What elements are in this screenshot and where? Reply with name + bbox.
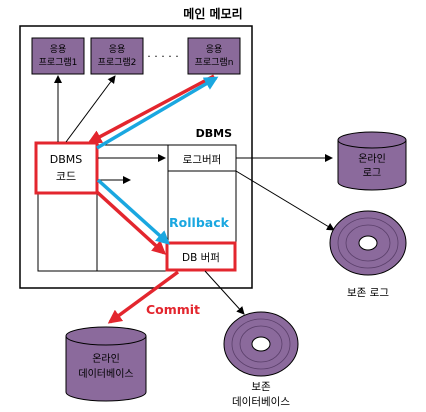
dbms-code-box bbox=[34, 141, 99, 195]
app-box-2: 응용 프로그램2 bbox=[90, 37, 144, 75]
rollback-label: Rollback bbox=[169, 215, 230, 230]
log-buffer-label: 로그버퍼 bbox=[183, 154, 222, 166]
commit-label: Commit bbox=[146, 302, 200, 317]
red-arrow-commit bbox=[107, 270, 180, 324]
online-db-line1: 온라인 bbox=[92, 353, 120, 365]
red-arrow-appn-to-code bbox=[87, 74, 215, 144]
red-arrow-code-to-dbbuffer bbox=[95, 190, 167, 255]
app-1-line2: 프로그램1 bbox=[39, 56, 78, 68]
online-log-line2: 로그 bbox=[363, 168, 381, 179]
arrow-dbbuffer-to-backup-db bbox=[204, 270, 245, 315]
app-1-line1: 응용 bbox=[50, 44, 67, 55]
blue-arrow-code-to-appn bbox=[96, 76, 219, 150]
app-n-line1: 응용 bbox=[206, 44, 223, 55]
online-log-line1: 온라인 bbox=[358, 153, 386, 165]
online-db-line2: 데이터베이스 bbox=[78, 368, 133, 380]
app-box-n: 응용 프로그램n bbox=[187, 37, 241, 75]
arrow-code-to-app2 bbox=[65, 75, 116, 143]
db-buffer-label: DB 버퍼 bbox=[182, 252, 220, 264]
online-db-cylinder-icon: 온라인 데이터베이스 bbox=[65, 326, 147, 402]
app-n-line2: 프로그램n bbox=[195, 56, 234, 68]
main-memory-title: 메인 메모리 bbox=[183, 6, 242, 21]
app-box-1: 응용 프로그램1 bbox=[31, 37, 85, 75]
dbms-label: DBMS bbox=[196, 127, 232, 140]
dbms-code-line2: 코드 bbox=[56, 170, 76, 183]
online-log-cylinder-icon: 온라인 로그 bbox=[337, 131, 407, 191]
backup-log-disk-icon bbox=[329, 210, 407, 276]
blue-arrow-code-to-dbbuffer bbox=[96, 178, 171, 245]
backup-db-line2: 데이터베이스 bbox=[232, 396, 290, 408]
apps-ellipsis: · · · · · bbox=[147, 50, 178, 63]
backup-log-label: 보존 로그 bbox=[347, 287, 389, 299]
db-buffer-box bbox=[165, 241, 237, 272]
main-memory-box bbox=[19, 25, 253, 289]
dbms-box bbox=[37, 144, 237, 272]
arrow-logbuffer-to-backup-log bbox=[235, 170, 335, 231]
dbms-code-line1: DBMS bbox=[50, 153, 83, 166]
backup-db-disk-icon bbox=[223, 311, 299, 377]
app-2-line2: 프로그램2 bbox=[98, 56, 137, 68]
app-2-line1: 응용 bbox=[109, 44, 126, 55]
backup-db-line1: 보존 bbox=[251, 381, 271, 393]
